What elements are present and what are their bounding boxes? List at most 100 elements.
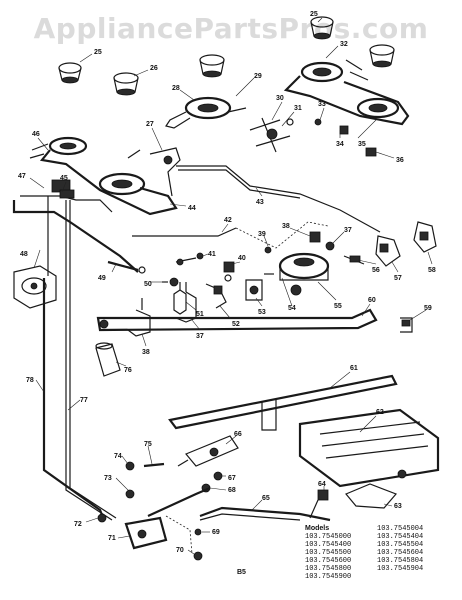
bracket-63[interactable] (345, 483, 398, 509)
valve-58[interactable] (413, 221, 437, 253)
burner-cap-26-left[interactable] (113, 72, 139, 96)
callout-65: 65 (262, 495, 270, 502)
callout-51: 51 (196, 311, 204, 318)
fitting-72[interactable] (97, 513, 107, 523)
callout-43: 43 (256, 199, 264, 206)
burner-assembly-left-44-46[interactable] (29, 136, 178, 216)
model-number: 103.7545600 (305, 557, 352, 565)
model-number: 103.7545800 (305, 565, 352, 573)
model-number: 103.7545004 (377, 525, 424, 533)
gas-tube-42[interactable] (132, 221, 329, 249)
callout-29: 29 (254, 73, 262, 80)
callout-48: 48 (20, 251, 28, 258)
leader-lines (29, 17, 433, 555)
callout-62: 62 (376, 409, 384, 416)
callout-37-upper: 37 (344, 227, 352, 234)
manifold-pipe-60[interactable] (96, 308, 378, 332)
tube-49[interactable] (107, 260, 146, 274)
burner-assembly-right-30-35[interactable] (283, 59, 410, 126)
callout-50: 50 (144, 281, 152, 288)
gas-line-78-77[interactable] (42, 196, 117, 521)
callout-75: 75 (144, 441, 152, 448)
callout-72: 72 (74, 521, 82, 528)
fitting-64[interactable] (309, 489, 329, 519)
model-number: 103.7545904 (377, 565, 424, 573)
elbow-59[interactable] (400, 317, 413, 333)
valve-53[interactable] (245, 279, 263, 301)
fitting-39[interactable] (264, 246, 272, 254)
safety-valve-71[interactable] (124, 486, 211, 550)
shutter-76[interactable] (95, 342, 121, 377)
callout-76: 76 (124, 367, 132, 374)
callout-58: 58 (428, 267, 436, 274)
burner-bracket-27[interactable] (127, 147, 181, 197)
igniter-spider-31[interactable] (249, 117, 377, 157)
callout-45: 45 (60, 175, 68, 182)
callout-60: 60 (368, 297, 376, 304)
valve-50[interactable] (162, 277, 179, 287)
callout-49: 49 (98, 275, 106, 282)
callout-68: 68 (228, 487, 236, 494)
callout-37-lower: 37 (196, 333, 204, 340)
oven-thermostat-55[interactable] (264, 252, 330, 296)
callout-53: 53 (258, 309, 266, 316)
model-number: 103.7545000 (305, 533, 352, 541)
tube-69[interactable] (165, 515, 202, 555)
valve-52[interactable] (205, 283, 227, 309)
watermark-text: AppliancePartsPros.com (33, 12, 429, 45)
model-number: 103.7545900 (305, 573, 352, 581)
burner-cap-25-left[interactable] (58, 62, 82, 84)
valve-51[interactable] (173, 282, 187, 315)
callout-25-right: 25 (310, 11, 318, 18)
burner-assembly-28[interactable] (165, 96, 247, 129)
callout-63: 63 (394, 503, 402, 510)
callout-33: 33 (318, 101, 326, 108)
burner-cap-32-right[interactable] (369, 44, 395, 68)
fitting-73[interactable] (125, 489, 135, 499)
callout-74: 74 (114, 453, 122, 460)
tube-75[interactable] (143, 462, 165, 468)
valve-38-lower[interactable] (127, 298, 151, 337)
tube-65[interactable] (199, 506, 331, 522)
orifice-70[interactable] (193, 551, 203, 561)
model-number: 103.7545404 (377, 533, 424, 541)
callout-26-left: 26 (150, 65, 158, 72)
callout-42: 42 (224, 217, 232, 224)
burner-bracket-61[interactable] (168, 374, 398, 431)
valve-57[interactable] (375, 235, 401, 267)
broil-valve-66[interactable] (177, 435, 239, 467)
callout-36: 36 (396, 157, 404, 164)
callout-71: 71 (108, 535, 116, 542)
valve-41[interactable] (175, 252, 204, 266)
burner-cap-25-right[interactable] (310, 16, 334, 40)
callout-31: 31 (294, 105, 302, 112)
model-number: 103.7545604 (377, 549, 424, 557)
callout-28: 28 (172, 85, 180, 92)
valve-40[interactable] (223, 261, 235, 282)
models-header: Models (305, 525, 330, 532)
model-number: 103.7545504 (377, 541, 424, 549)
callout-32: 32 (340, 41, 348, 48)
pressure-regulator-48[interactable] (13, 265, 57, 309)
callout-69: 69 (212, 529, 220, 536)
callout-25-left: 25 (94, 49, 102, 56)
burner-cap-26-center[interactable] (199, 54, 225, 78)
callout-54: 54 (288, 305, 296, 312)
fitting-67[interactable] (213, 471, 223, 481)
callout-55: 55 (334, 303, 342, 310)
orifice-56[interactable] (343, 255, 365, 265)
fitting-38-upper[interactable] (309, 231, 321, 243)
callout-38-upper: 38 (282, 223, 290, 230)
callout-59: 59 (424, 305, 432, 312)
callout-41: 41 (208, 251, 216, 258)
callout-39: 39 (258, 231, 266, 238)
callout-38-lower: 38 (142, 349, 150, 356)
model-number: 103.7545804 (377, 557, 424, 565)
model-number: 103.7545500 (305, 549, 352, 557)
diagram-code: B5 (237, 569, 246, 576)
oven-burner-62[interactable] (298, 408, 440, 488)
callout-66: 66 (234, 431, 242, 438)
callout-77: 77 (80, 397, 88, 404)
gas-tube-43[interactable] (176, 165, 381, 233)
callout-56: 56 (372, 267, 380, 274)
